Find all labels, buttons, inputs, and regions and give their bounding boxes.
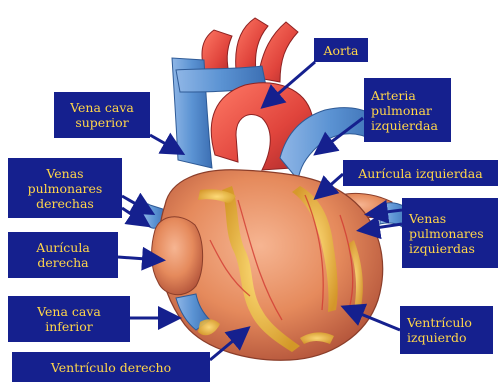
label-aorta: Aorta (314, 38, 368, 62)
label-auricula-derecha: Aurícula derecha (8, 232, 118, 278)
label-ventriculo-izquierdo: Ventrículo izquierdo (400, 306, 493, 354)
arrow-vena-cava-superior (150, 135, 180, 152)
label-venas-pulmonares-izquierdas: Venas pulmonares izquierdas (402, 198, 498, 268)
label-arteria-pulmonar-izquierda: Arteria pulmonar izquierdaa (364, 78, 451, 142)
label-auricula-izquierda: Aurícula izquierdaa (343, 160, 498, 186)
label-vena-cava-inferior: Vena cava inferior (8, 296, 130, 342)
label-venas-pulmonares-derechas: Venas pulmonares derechas (8, 158, 122, 218)
right-atrium-shape (152, 217, 203, 295)
label-ventriculo-derecho: Ventrículo derecho (12, 352, 210, 382)
label-vena-cava-superior: Vena cava superior (54, 92, 150, 138)
